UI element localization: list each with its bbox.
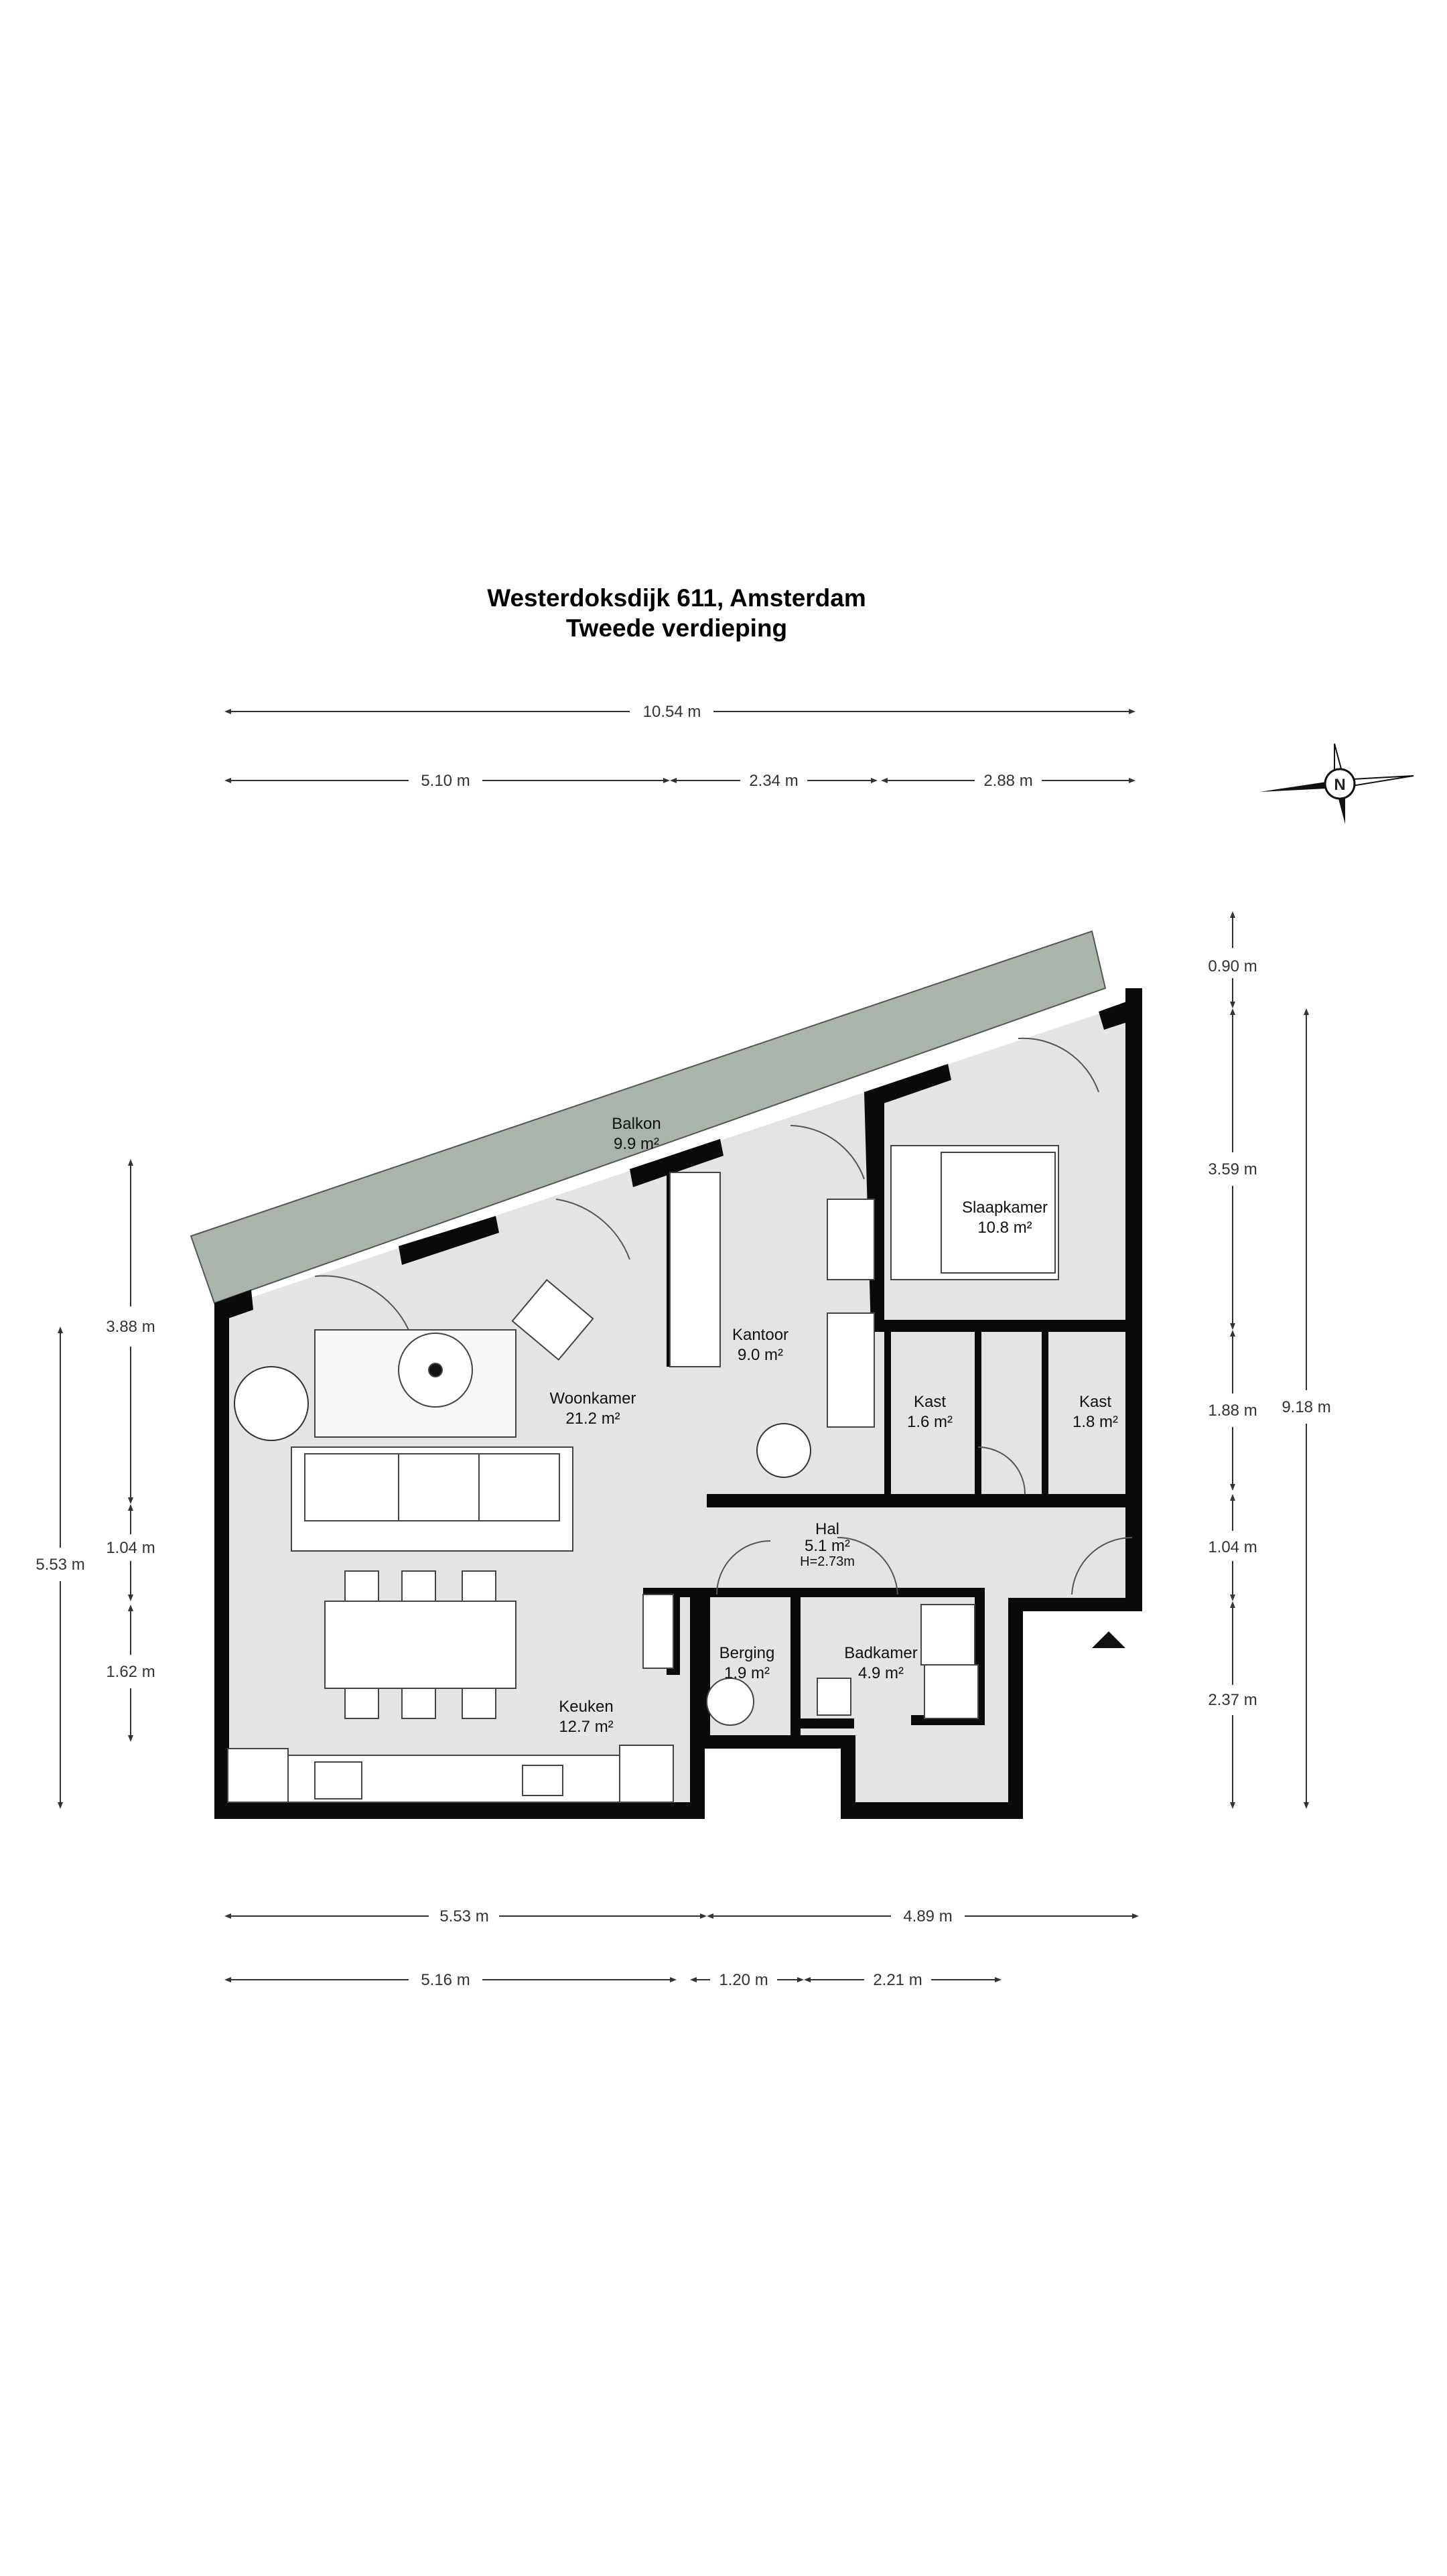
boiler-icon: [706, 1678, 754, 1726]
top-dimensions: [224, 709, 1135, 783]
dim-top-a: 5.10 m: [421, 772, 470, 790]
room-hal-height: H=2.73m: [800, 1554, 855, 1569]
room-labels: Balkon 9.9 m² Woonkamer 21.2 m² Kantoor …: [550, 1115, 1118, 1736]
balkon-area: [190, 930, 1107, 1304]
bookcase: [669, 1172, 721, 1367]
room-kast1-name: Kast: [914, 1393, 946, 1411]
dryer: [924, 1664, 979, 1719]
armchair: [511, 1279, 594, 1361]
room-kantoor-name: Kantoor: [732, 1326, 788, 1344]
dim-bottom-b: 4.89 m: [903, 1907, 952, 1925]
dim-right-c: 1.88 m: [1208, 1402, 1257, 1420]
dim-bottom2-b: 1.20 m: [719, 1971, 768, 1989]
room-hal-area: 5.1 m²: [805, 1537, 850, 1555]
room-woonkamer-name: Woonkamer: [550, 1389, 636, 1408]
room-berging-name: Berging: [719, 1644, 775, 1662]
dim-right-a: 0.90 m: [1208, 957, 1257, 975]
furniture: [227, 1145, 1059, 1803]
room-slaapkamer-area: 10.8 m²: [977, 1219, 1032, 1237]
dining-table: [324, 1601, 516, 1689]
toilet-icon: [817, 1678, 851, 1716]
stove-icon: [314, 1761, 362, 1800]
compass-letter: N: [1334, 776, 1345, 794]
desk-2: [827, 1312, 875, 1428]
compass-icon: N: [1259, 743, 1414, 824]
floor-subtitle: Tweede verdieping: [566, 614, 787, 642]
dim-top-b: 2.34 m: [749, 772, 798, 790]
room-kast2-name: Kast: [1079, 1393, 1111, 1411]
bottom-dimensions: [224, 1913, 1139, 1982]
room-badkamer-name: Badkamer: [844, 1644, 917, 1662]
dim-top-total: 10.54 m: [643, 703, 701, 721]
room-badkamer-area: 4.9 m²: [858, 1664, 904, 1682]
room-berging-area: 1.9 m²: [724, 1664, 770, 1682]
address-title: Westerdoksdijk 611, Amsterdam: [487, 584, 866, 612]
room-balkon-area: 9.9 m²: [614, 1135, 659, 1153]
dim-right-b: 3.59 m: [1208, 1160, 1257, 1178]
room-kast1-area: 1.6 m²: [907, 1413, 953, 1431]
lamp-icon: [428, 1363, 443, 1377]
room-woonkamer-area: 21.2 m²: [565, 1410, 620, 1428]
room-keuken-name: Keuken: [559, 1698, 613, 1716]
kitchen-counter: [227, 1748, 289, 1803]
dim-left-b: 1.04 m: [106, 1539, 155, 1557]
dim-bottom2-c: 2.21 m: [873, 1971, 922, 1989]
room-kast2-area: 1.8 m²: [1073, 1413, 1118, 1431]
plant-icon-2: [756, 1423, 811, 1478]
desk-1: [827, 1199, 875, 1280]
dim-left-c: 1.62 m: [106, 1663, 155, 1681]
sink-icon: [522, 1765, 563, 1796]
dim-left-total: 5.53 m: [36, 1556, 84, 1574]
cabinet: [642, 1594, 674, 1669]
room-keuken-area: 12.7 m²: [559, 1718, 613, 1736]
dim-right-total: 9.18 m: [1282, 1398, 1330, 1416]
dim-right-e: 2.37 m: [1208, 1691, 1257, 1709]
room-balkon-name: Balkon: [612, 1115, 661, 1133]
room-kantoor-area: 9.0 m²: [738, 1346, 783, 1364]
right-dimensions: [1230, 911, 1309, 1809]
doors: [314, 1037, 1133, 1595]
room-hal-name: Hal: [815, 1520, 839, 1538]
dim-bottom-a: 5.53 m: [439, 1907, 488, 1925]
plant-icon: [234, 1366, 309, 1441]
room-slaapkamer-name: Slaapkamer: [962, 1199, 1048, 1217]
washing-machine: [920, 1604, 975, 1666]
dim-bottom2-a: 5.16 m: [421, 1971, 470, 1989]
dim-right-d: 1.04 m: [1208, 1538, 1257, 1556]
left-dimensions: [58, 1159, 133, 1809]
entrance-icon: [1092, 1631, 1125, 1648]
dim-top-c: 2.88 m: [983, 772, 1032, 790]
dim-left-a: 3.88 m: [106, 1318, 155, 1336]
